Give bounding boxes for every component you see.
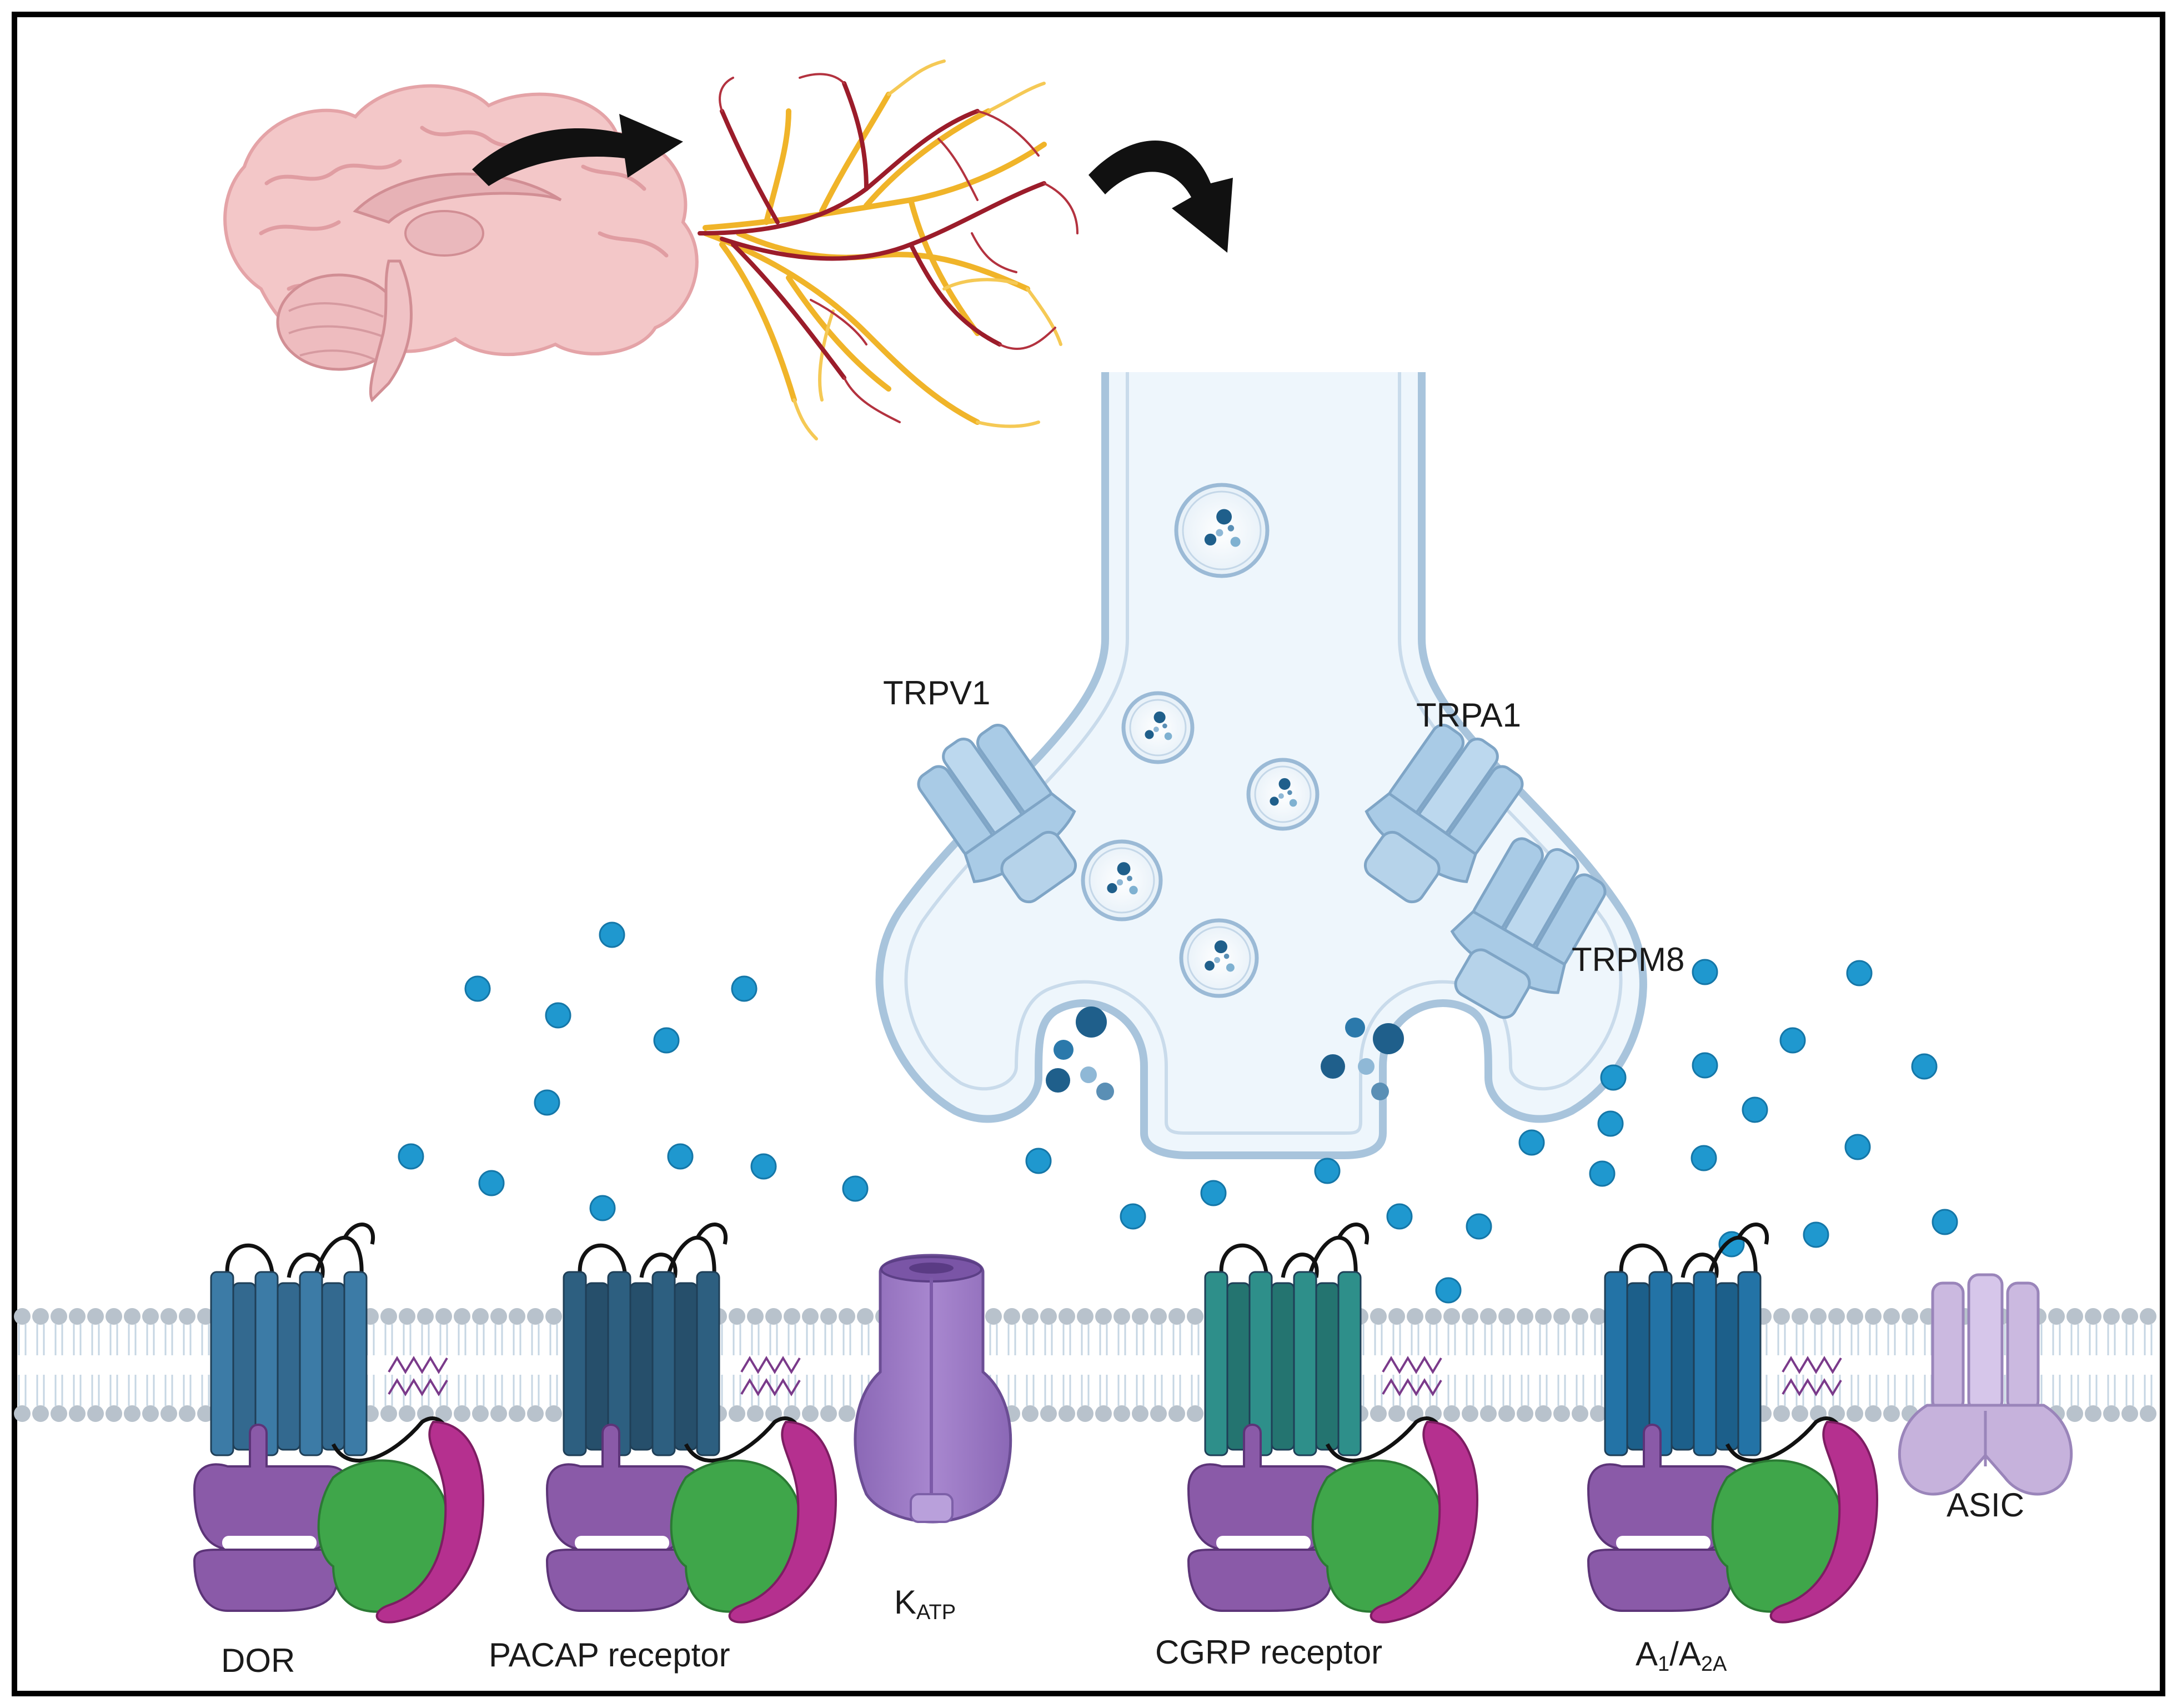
label-trpa1: TRPA1 — [1416, 697, 1521, 734]
neuropeptide-particle — [653, 1027, 680, 1054]
neuropeptide-particle — [1803, 1221, 1829, 1248]
nerve-terminal-icon — [875, 372, 1647, 1159]
neuropeptide-particle — [1600, 1064, 1627, 1091]
vesicle — [1081, 839, 1163, 921]
vesicle — [1174, 483, 1270, 578]
neuropeptide-particle — [1692, 959, 1718, 985]
channel-trpa1 — [1363, 723, 1524, 904]
neuropeptide-particle — [464, 975, 491, 1002]
neuropeptide-particle — [398, 1143, 424, 1170]
figure-frame — [12, 12, 2165, 1696]
neuropeptide-particle — [1911, 1053, 1938, 1080]
label-trpv1: TRPV1 — [883, 674, 990, 712]
vesicle — [1246, 758, 1320, 831]
channel-katp — [854, 1254, 1012, 1524]
label-a1-a2a: A1/A2A — [1636, 1635, 1727, 1676]
curved-arrow-icon — [472, 114, 683, 186]
neuropeptide-particle — [1846, 960, 1873, 986]
neuropeptide-particle — [1844, 1134, 1871, 1160]
neuropeptide-particle — [1120, 1203, 1146, 1230]
label-pacap-receptor: PACAP receptor — [489, 1636, 730, 1674]
label-cgrp-receptor: CGRP receptor — [1155, 1634, 1382, 1671]
neuropeptide-particle — [1691, 1145, 1717, 1171]
neuropeptide-particle — [1386, 1203, 1413, 1230]
receptor-a1-a2a — [1587, 1223, 1879, 1624]
channel-trpm8 — [1450, 837, 1607, 1019]
neuropeptide-particle — [478, 1170, 505, 1196]
neuropeptide-particle — [545, 1002, 571, 1029]
receptor-pacap — [545, 1223, 837, 1624]
neuropeptide-particle — [589, 1195, 616, 1221]
neuropeptide-particle — [1932, 1209, 1958, 1235]
neuropeptide-particle — [842, 1175, 869, 1202]
label-katp: KATP — [894, 1584, 956, 1624]
neuropeptide-particle — [1692, 1052, 1718, 1079]
neuropeptide-particle — [534, 1089, 560, 1116]
trigeminovascular-nerves-icon — [698, 59, 1079, 440]
neuropeptide-particle — [1742, 1096, 1768, 1123]
neuropeptide-particle — [1314, 1158, 1341, 1184]
channel-asic — [1898, 1273, 2073, 1496]
neuropeptide-particle — [599, 921, 625, 948]
vesicle — [1121, 691, 1195, 764]
exocytosis-site — [1046, 1006, 1404, 1100]
neuropeptide-particle — [1200, 1180, 1227, 1206]
curved-arrow-down-icon — [1088, 141, 1233, 253]
receptor-dor — [193, 1223, 485, 1624]
neuropeptide-particle — [1466, 1213, 1492, 1240]
neuropeptide-particle — [1025, 1148, 1052, 1174]
neuropeptide-particle — [1597, 1110, 1624, 1137]
label-trpm8: TRPM8 — [1572, 941, 1684, 978]
neuropeptide-particle — [1518, 1129, 1545, 1156]
neuropeptide-particle — [750, 1153, 777, 1180]
neuropeptide-particle — [667, 1143, 694, 1170]
channel-trpv1 — [917, 723, 1077, 904]
neuropeptide-particle — [1779, 1027, 1806, 1054]
receptor-cgrp — [1187, 1223, 1479, 1624]
label-asic: ASIC — [1947, 1486, 2024, 1524]
neuropeptide-particle — [1435, 1277, 1462, 1304]
label-dor: DOR — [221, 1642, 295, 1679]
neuropeptide-particle — [1589, 1160, 1616, 1187]
neuropeptide-particle — [731, 975, 758, 1002]
vesicle — [1179, 918, 1259, 998]
